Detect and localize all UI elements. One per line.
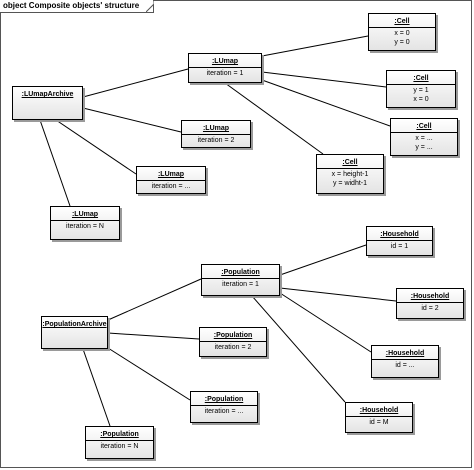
population-object-iteration-1[interactable]: :Population iteration = 1: [201, 264, 280, 296]
cell-object-3[interactable]: :Cell x = ... y = ...: [390, 118, 458, 156]
population-object-iteration-n[interactable]: :Population iteration = N: [85, 426, 154, 459]
link-population-1-household-dots: [279, 292, 372, 353]
link-lumaparchive-lumap-dots: [55, 119, 137, 175]
link-population-1-household-m: [251, 295, 346, 403]
object-name: :Population: [221, 269, 260, 276]
household-object-m[interactable]: :Household id = M: [345, 402, 413, 433]
object-attribute: y = widht-1: [332, 180, 368, 187]
lumap-object-iteration-n[interactable]: :LUmap iteration = N: [50, 206, 120, 240]
household-object-dots[interactable]: :Household id = ...: [371, 345, 439, 378]
object-name: :Population: [204, 396, 244, 403]
object-attribute: iteration = 2: [214, 344, 252, 351]
object-attribute: y = 1: [413, 87, 429, 94]
object-attribute: x = 0: [413, 96, 429, 103]
tab-corner-icon: [146, 0, 155, 12]
household-object-2[interactable]: :Household id = 2: [396, 288, 464, 319]
object-name: :Household: [410, 293, 450, 300]
frame-title: Composite objects' structure: [28, 1, 140, 10]
object-name: :Cell: [342, 159, 358, 166]
object-attribute: x = ...: [415, 135, 433, 142]
link-lumap-1-cell-1: [261, 35, 369, 57]
link-poparchive-population-dots: [107, 347, 191, 401]
object-attribute: x = height-1: [331, 171, 369, 178]
object-name: :LUmap: [71, 211, 99, 218]
object-name: :LUmap: [211, 58, 239, 65]
object-attribute: x = 0: [394, 30, 410, 37]
link-lumap-1-cell-4: [224, 82, 324, 155]
object-attribute: y = ...: [415, 144, 433, 151]
link-lumap-1-cell-3: [261, 79, 391, 127]
lumap-object-iteration-2[interactable]: :LUmap iteration = 2: [181, 120, 251, 148]
object-attribute: id = 1: [390, 243, 409, 250]
object-attribute: y = 0: [394, 39, 410, 46]
lumap-object-iteration-1[interactable]: :LUmap iteration = 1: [188, 53, 262, 83]
link-lumap-1-cell-2: [261, 71, 387, 88]
object-name: :PopulationArchive: [42, 321, 107, 328]
cell-object-2[interactable]: :Cell y = 1 x = 0: [386, 70, 456, 108]
object-name: :Population: [100, 431, 139, 438]
object-attribute: id = 2: [421, 305, 439, 312]
link-lumaparchive-lumap-n: [39, 119, 71, 207]
frame-title-tab: object Composite objects' structure: [0, 0, 155, 13]
population-object-iteration-dots[interactable]: :Population iteration = ...: [190, 391, 258, 423]
population-object-iteration-2[interactable]: :Population iteration = 2: [199, 327, 267, 357]
household-object-1[interactable]: :Household id = 1: [366, 226, 433, 256]
object-name: :LUmapArchive: [21, 91, 74, 98]
object-name: :Household: [385, 350, 425, 357]
object-name: :LUmap: [157, 171, 185, 178]
link-poparchive-population-n: [82, 348, 111, 427]
object-attribute: iteration = ...: [204, 408, 244, 415]
object-attribute: iteration = 2: [197, 137, 235, 144]
link-lumaparchive-lumap-1: [82, 68, 189, 98]
object-name: :Cell: [416, 123, 432, 130]
object-attribute: iteration = ...: [151, 183, 191, 190]
cell-object-1[interactable]: :Cell x = 0 y = 0: [368, 13, 436, 51]
population-archive-object[interactable]: :PopulationArchive: [41, 316, 108, 349]
frame-keyword: object: [3, 1, 27, 10]
link-lumaparchive-lumap-2: [82, 107, 182, 133]
link-population-1-household-2: [279, 287, 397, 302]
object-attribute: iteration = 1: [206, 70, 244, 77]
object-name: :Household: [359, 407, 399, 414]
object-attribute: id = M: [369, 419, 389, 426]
object-name: :LUmap: [202, 125, 230, 132]
object-name: :Cell: [394, 18, 410, 25]
link-poparchive-population-2: [107, 332, 200, 340]
lumap-archive-object[interactable]: :LUmapArchive: [12, 86, 83, 120]
object-attribute: iteration = N: [100, 443, 139, 450]
object-attribute: iteration = N: [66, 223, 104, 230]
cell-object-4[interactable]: :Cell x = height-1 y = widht-1: [316, 154, 384, 194]
link-poparchive-population-1: [107, 278, 202, 321]
object-name: :Population: [213, 332, 253, 339]
lumap-object-iteration-dots[interactable]: :LUmap iteration = ...: [136, 166, 206, 194]
object-attribute: iteration = 1: [222, 281, 259, 288]
object-name: :Household: [380, 231, 419, 238]
object-attribute: id = ...: [395, 362, 415, 369]
link-population-1-household-1: [279, 244, 367, 276]
object-name: :Cell: [413, 75, 429, 82]
